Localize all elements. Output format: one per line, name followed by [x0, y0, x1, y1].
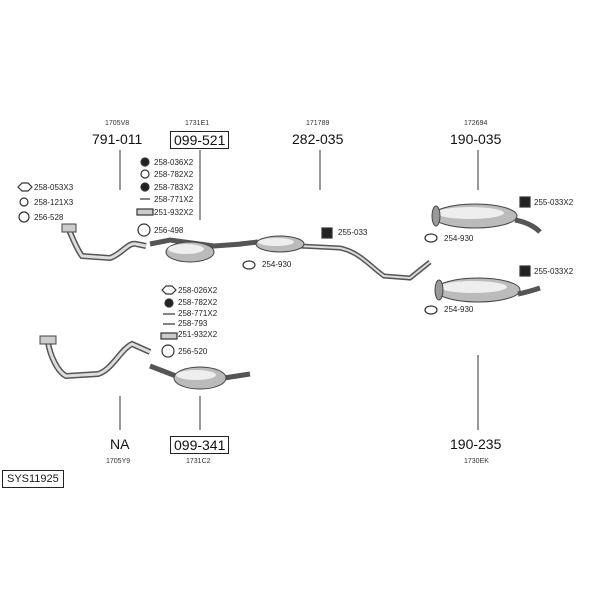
hardware-label[interactable]: 258-026X2: [178, 286, 218, 295]
group-ref-label: 1731C2: [186, 458, 211, 465]
gasket-ring-icon: [18, 211, 30, 223]
part-number-label[interactable]: 190-035: [450, 131, 502, 147]
diagram-code-label: SYS11925: [2, 470, 64, 488]
hardware-label[interactable]: 258-121X3: [34, 198, 74, 207]
nut-icon: [161, 285, 177, 295]
nut-icon: [140, 157, 150, 167]
hardware-label[interactable]: 258-793: [178, 319, 208, 328]
nut-icon: [17, 182, 33, 192]
spring-washer-icon: [140, 169, 150, 179]
group-ref-label: 1705V8: [105, 120, 130, 127]
group-ref-label: 171789: [306, 120, 330, 127]
washer-icon: [19, 197, 29, 207]
hardware-label[interactable]: 258-782X2: [154, 170, 194, 179]
gasket-ring-icon: [161, 344, 175, 358]
hardware-label[interactable]: 258-771X2: [154, 195, 194, 204]
spring-icon: [160, 332, 178, 340]
catalytic-converter-lower: [149, 363, 251, 390]
nut-icon: [140, 182, 150, 192]
hardware-label[interactable]: 256-498: [154, 226, 184, 235]
hardware-label[interactable]: 256-520: [178, 347, 208, 356]
hardware-label[interactable]: 255-033X2: [534, 198, 574, 207]
rubber-mount-icon: [321, 227, 333, 239]
hardware-label[interactable]: 251-932X2: [154, 208, 194, 217]
part-number-label[interactable]: 791-011: [92, 131, 143, 147]
hardware-label[interactable]: 256-528: [34, 213, 64, 222]
rear-silencer-upper: [431, 203, 542, 234]
hardware-label[interactable]: 251-932X2: [178, 330, 218, 339]
gasket-ring-icon: [137, 223, 151, 237]
group-ref-label: 1731E1: [185, 120, 210, 127]
clamp-icon: [424, 305, 438, 315]
hardware-label[interactable]: 254-930: [262, 260, 292, 269]
part-number-label[interactable]: NA: [110, 436, 130, 452]
rubber-mount-icon: [519, 265, 531, 277]
group-ref-label: 172694: [464, 120, 488, 127]
group-ref-label: 1705Y9: [106, 458, 131, 465]
hardware-label[interactable]: 255-033: [338, 228, 368, 237]
hardware-label[interactable]: 254-930: [444, 305, 474, 314]
clamp-icon: [424, 233, 438, 243]
rubber-mount-icon: [519, 196, 531, 208]
hardware-label[interactable]: 258-783X2: [154, 183, 194, 192]
hardware-label[interactable]: 254-930: [444, 234, 474, 243]
clamp-icon: [242, 260, 256, 270]
part-number-label[interactable]: 190-235: [450, 436, 502, 452]
rear-silencer-lower: [434, 277, 541, 303]
hardware-label[interactable]: 255-033X2: [534, 267, 574, 276]
part-number-label[interactable]: 099-521: [170, 131, 230, 149]
hardware-label[interactable]: 258-771X2: [178, 309, 218, 318]
front-pipe-upper: [61, 223, 147, 262]
spring-washer-icon: [164, 298, 174, 308]
part-number-label[interactable]: 099-341: [170, 436, 230, 454]
part-number-label[interactable]: 282-035: [292, 131, 344, 147]
group-ref-label: 1730EK: [464, 458, 489, 465]
hardware-label[interactable]: 258-036X2: [154, 158, 194, 167]
spring-icon: [136, 208, 154, 216]
catalytic-converter-upper: [149, 237, 243, 263]
front-pipe-lower: [39, 335, 152, 380]
centre-silencer: [239, 235, 432, 281]
hardware-label[interactable]: 258-782X2: [178, 298, 218, 307]
hardware-label[interactable]: 258-053X3: [34, 183, 74, 192]
